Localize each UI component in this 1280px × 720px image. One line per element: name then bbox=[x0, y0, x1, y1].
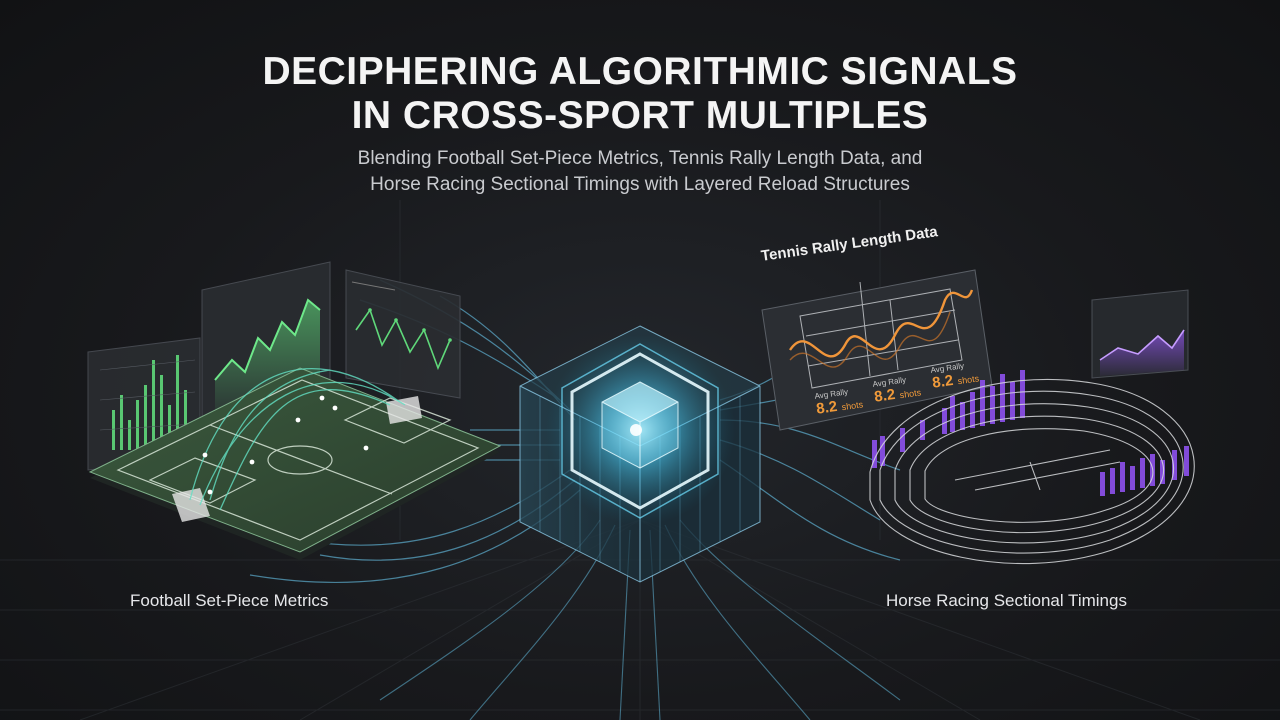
horse-line-panel bbox=[1091, 289, 1189, 379]
subtitle-line-1: Blending Football Set-Piece Metrics, Ten… bbox=[357, 148, 923, 169]
horse-racing-label: Horse Racing Sectional Timings bbox=[886, 591, 1127, 610]
page-subtitle: Blending Football Set-Piece Metrics, Ten… bbox=[0, 146, 1280, 198]
algorithm-core-cube bbox=[519, 325, 761, 583]
rally-stat-unit: shots bbox=[841, 399, 864, 413]
rally-stat-value: 8.2 bbox=[931, 372, 955, 392]
tennis-rally-panel bbox=[761, 269, 993, 431]
page-title: Deciphering Algorithmic Signals in Cross… bbox=[0, 50, 1280, 138]
title-line-2: in Cross-Sport Multiples bbox=[351, 94, 929, 137]
horse-race-track bbox=[869, 379, 1195, 565]
title-line-1: Deciphering Algorithmic Signals bbox=[262, 50, 1018, 93]
football-pitch bbox=[88, 367, 502, 560]
rally-stat-value: 8.2 bbox=[815, 398, 839, 418]
football-line-panel bbox=[345, 269, 461, 399]
rally-stat-unit: shots bbox=[957, 373, 980, 387]
rally-stat-value: 8.2 bbox=[873, 386, 897, 406]
football-label: Football Set-Piece Metrics bbox=[130, 591, 329, 610]
subtitle-line-2: Horse Racing Sectional Timings with Laye… bbox=[370, 174, 910, 195]
rally-stat-unit: shots bbox=[899, 387, 922, 401]
